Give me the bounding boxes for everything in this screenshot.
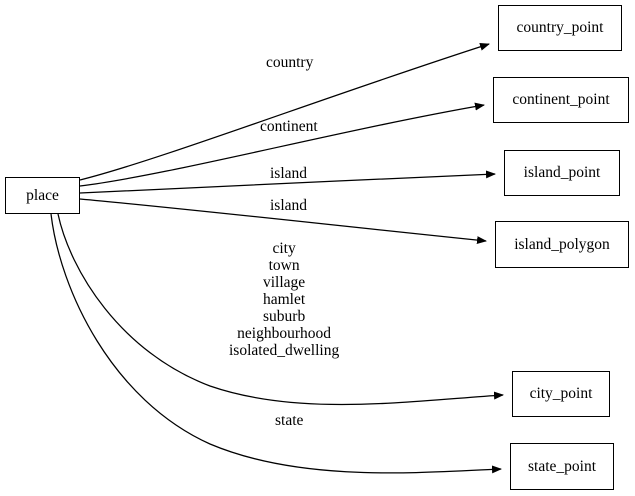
edge-place-to-island_polygon (79, 198, 487, 245)
edge-label-place-to-continent_point: continent (260, 118, 318, 135)
node-country_point[interactable]: country_point (498, 5, 622, 51)
edge-place-to-country_point (79, 42, 490, 181)
node-state_point[interactable]: state_point (510, 443, 614, 490)
edge-label-place-to-state_point: state (275, 412, 304, 429)
edge-label-place-to-city_point: city town village hamlet suburb neighbou… (229, 240, 340, 359)
edge-place-to-state_point (50, 213, 502, 474)
node-city_point[interactable]: city_point (512, 371, 610, 417)
edge-label-place-to-country_point: country (266, 54, 314, 71)
node-continent_point[interactable]: continent_point (493, 77, 629, 123)
edge-place-to-island_point (79, 170, 496, 194)
edge-label-place-to-island_polygon: island (270, 197, 308, 214)
edge-layer (50, 42, 504, 474)
edge-place-to-city_point (57, 213, 504, 406)
edge-label-place-to-island_point: island (270, 165, 308, 182)
node-island_polygon[interactable]: island_polygon (495, 221, 629, 268)
node-place[interactable]: place (5, 177, 80, 214)
edge-place-to-continent_point (79, 102, 485, 187)
node-island_point[interactable]: island_point (504, 150, 620, 196)
